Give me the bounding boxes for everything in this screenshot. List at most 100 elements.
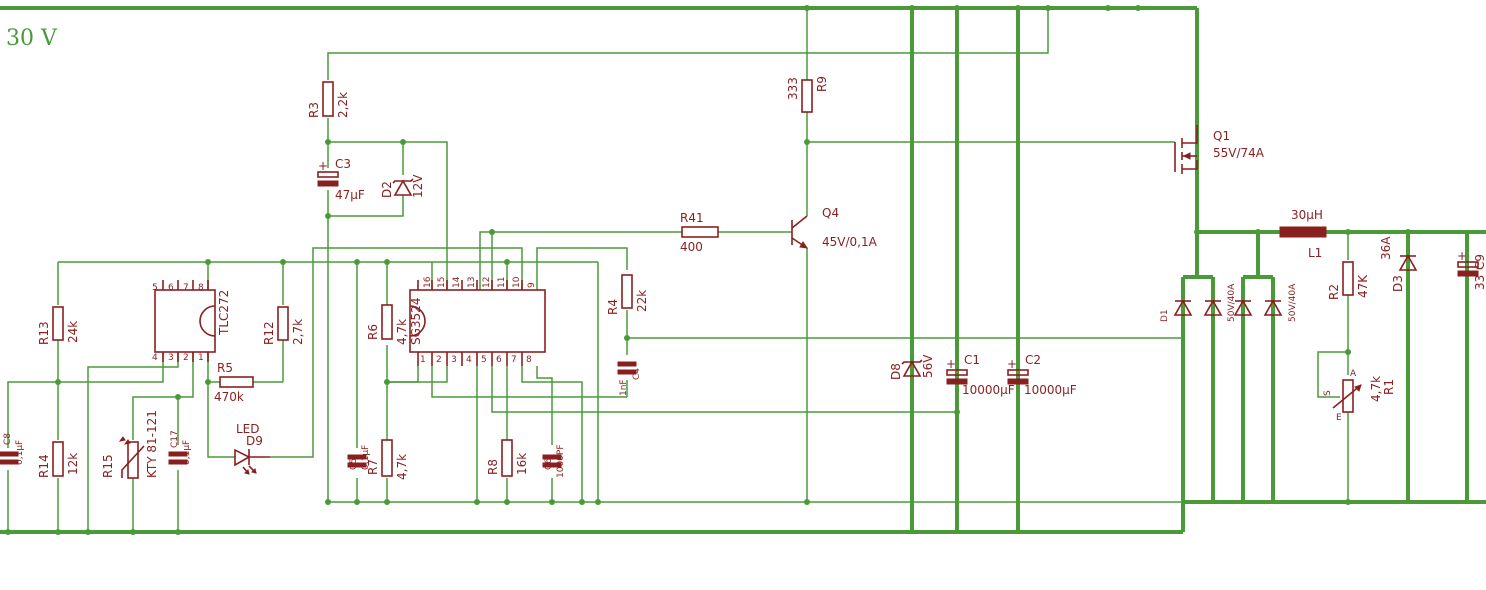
tlc-pin-7: 7 xyxy=(183,283,189,293)
supply-voltage-label: 30 V xyxy=(6,26,58,51)
ic-sg3524: 16 15 14 13 12 11 10 9 1 2 3 4 5 6 7 8 S… xyxy=(409,276,546,366)
sg-pin-4: 4 xyxy=(466,355,472,365)
svg-text:C17: C17 xyxy=(170,430,180,448)
tlc-pin-1: 1 xyxy=(198,353,204,363)
sg-pin-1: 1 xyxy=(420,355,426,365)
svg-text:E: E xyxy=(1336,413,1342,423)
svg-text:R7: R7 xyxy=(366,459,380,475)
svg-text:D9: D9 xyxy=(246,434,263,448)
svg-text:L1: L1 xyxy=(1308,246,1322,260)
svg-text:R12: R12 xyxy=(262,321,276,345)
svg-text:36A: 36A xyxy=(1379,236,1393,260)
sg-pin-11: 11 xyxy=(497,277,507,288)
capacitor-c8: C8 0,1µF xyxy=(0,433,25,465)
svg-text:R41: R41 xyxy=(680,211,704,225)
svg-text:0,1µF: 0,1µF xyxy=(15,440,25,465)
power-rails xyxy=(0,6,1486,534)
svg-text:C9: C9 xyxy=(1473,254,1486,270)
svg-text:R1: R1 xyxy=(1382,379,1396,395)
capacitor-c5: C5 0,1µF xyxy=(347,445,371,470)
svg-text:4,7k: 4,7k xyxy=(395,454,409,480)
svg-text:50V/40A: 50V/40A xyxy=(1288,283,1298,322)
zener-d8: D8 56V xyxy=(889,354,935,380)
svg-text:C3: C3 xyxy=(335,157,351,171)
zener-d2: D2 12V xyxy=(380,174,425,198)
tlc-pin-4: 4 xyxy=(152,353,158,363)
resistor-r14: R14 12k xyxy=(37,441,80,478)
svg-text:400: 400 xyxy=(680,240,703,254)
svg-text:10000µF: 10000µF xyxy=(962,383,1015,397)
svg-text:16k: 16k xyxy=(515,453,529,475)
resistor-r6: R6 4,7k xyxy=(366,304,409,345)
svg-text:Q1: Q1 xyxy=(1213,129,1230,143)
capacitor-c1: + C1 10000µF xyxy=(946,353,1015,397)
ic-tlc272: 5 6 7 8 4 3 2 1 TLC272 xyxy=(152,280,231,363)
sg-pin-16: 16 xyxy=(423,276,433,288)
svg-text:470k: 470k xyxy=(214,390,244,404)
led-d9: LED D9 xyxy=(234,422,270,475)
svg-text:47K: 47K xyxy=(1356,274,1370,298)
svg-text:22k: 22k xyxy=(635,290,649,312)
sg-pin-12: 12 xyxy=(482,277,492,288)
sg3524-label: SG3524 xyxy=(409,298,423,345)
tlc-pin-6: 6 xyxy=(168,283,174,293)
svg-text:+: + xyxy=(1457,249,1467,263)
svg-text:33: 33 xyxy=(1473,275,1486,290)
capacitor-c2: + C2 10000µF xyxy=(1007,353,1077,397)
svg-text:12V: 12V xyxy=(411,174,425,198)
svg-text:D2: D2 xyxy=(380,181,394,198)
svg-text:+: + xyxy=(318,159,328,173)
sg-pin-5: 5 xyxy=(481,355,487,365)
resistor-r9: 333 R9 xyxy=(786,76,829,113)
svg-text:KTY 81-121: KTY 81-121 xyxy=(145,410,159,478)
tlc272-label: TLC272 xyxy=(217,290,231,336)
svg-text:10000µF: 10000µF xyxy=(1024,383,1077,397)
sg-pin-6: 6 xyxy=(496,355,502,365)
sg-pin-14: 14 xyxy=(452,276,462,288)
svg-text:LED: LED xyxy=(236,422,260,436)
sg-pin-7: 7 xyxy=(511,355,517,365)
svg-text:Q4: Q4 xyxy=(822,206,839,220)
sg-pin-13: 13 xyxy=(467,277,477,288)
svg-text:2,2k: 2,2k xyxy=(336,92,350,118)
svg-text:R4: R4 xyxy=(606,299,620,315)
svg-text:4,7k: 4,7k xyxy=(395,319,409,345)
sg-pin-2: 2 xyxy=(436,355,442,365)
inductor-l1: 30µH L1 xyxy=(1279,208,1327,260)
svg-text:C5: C5 xyxy=(349,458,359,470)
svg-text:C4: C4 xyxy=(632,368,642,380)
svg-text:R6: R6 xyxy=(366,324,380,340)
svg-text:47µF: 47µF xyxy=(335,188,365,202)
sg-pin-8: 8 xyxy=(526,355,532,365)
svg-text:30µH: 30µH xyxy=(1291,208,1323,222)
svg-text:C8: C8 xyxy=(3,433,13,445)
tlc-pin-2: 2 xyxy=(183,353,189,363)
svg-text:12k: 12k xyxy=(66,453,80,475)
tlc-pin-5: 5 xyxy=(152,283,158,293)
diode-d3: 36A D3 xyxy=(1379,236,1418,292)
tlc-pin-3: 3 xyxy=(168,353,174,363)
tlc-pin-8: 8 xyxy=(198,283,204,293)
sg-pin-10: 10 xyxy=(512,276,522,288)
resistor-r12: R12 2,7k xyxy=(262,306,305,345)
svg-text:50V/40A: 50V/40A xyxy=(1227,283,1237,322)
svg-text:D3: D3 xyxy=(1391,275,1405,292)
svg-text:R14: R14 xyxy=(37,454,51,478)
svg-text:0,1µF: 0,1µF xyxy=(361,445,371,470)
capacitor-c6: C6 1000PF xyxy=(542,444,566,478)
svg-text:R9: R9 xyxy=(815,76,829,92)
svg-text:0,1µF: 0,1µF xyxy=(182,440,192,465)
svg-text:R13: R13 xyxy=(37,321,51,345)
diode-bridge-d1: D1 50V/40A 50V/40A xyxy=(1160,283,1298,322)
junction-dots xyxy=(5,5,1411,535)
sg-pin-9: 9 xyxy=(527,282,537,288)
resistor-r8: R8 16k xyxy=(486,439,529,477)
capacitor-c9: + C9 33 xyxy=(1457,249,1486,290)
svg-text:+: + xyxy=(1007,357,1017,371)
svg-text:D8: D8 xyxy=(889,363,903,380)
svg-text:R2: R2 xyxy=(1327,284,1341,300)
svg-text:+: + xyxy=(946,357,956,371)
svg-text:C1: C1 xyxy=(964,353,980,367)
sg-pin-3: 3 xyxy=(451,355,457,365)
